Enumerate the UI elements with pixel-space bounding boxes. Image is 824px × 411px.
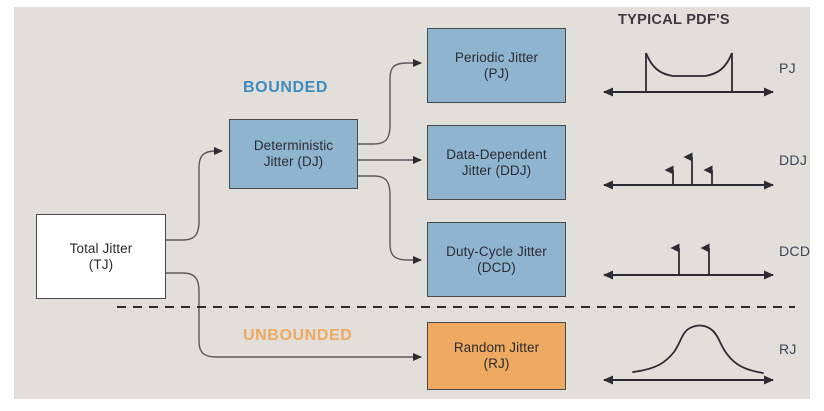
node-total-jitter[interactable]: Total Jitter (TJ): [36, 214, 166, 299]
node-random-jitter[interactable]: Random Jitter (RJ): [427, 322, 566, 390]
unbounded-group-label: UNBOUNDED: [243, 327, 353, 344]
node-duty-cycle-jitter[interactable]: Duty-Cycle Jitter (DCD): [427, 222, 566, 297]
node-total-jitter-line2: (TJ): [88, 256, 114, 272]
node-periodic-jitter-line2: (PJ): [483, 65, 510, 81]
typical-pdfs-heading: TYPICAL PDF'S: [618, 12, 730, 28]
node-periodic-jitter[interactable]: Periodic Jitter (PJ): [427, 28, 566, 103]
node-deterministic-jitter-line2: Jitter (DJ): [263, 154, 324, 169]
node-deterministic-jitter[interactable]: Deterministic Jitter (DJ): [229, 119, 358, 189]
pdf-label-dcd: DCD: [779, 243, 811, 259]
bounded-group-label: BOUNDED: [243, 79, 329, 96]
pdf-label-pj: PJ: [779, 60, 796, 76]
diagram-background-plate: [14, 7, 810, 399]
node-data-dependent-jitter-line1: Data-Dependent: [446, 146, 547, 162]
node-total-jitter-line1: Total Jitter: [69, 240, 133, 256]
node-periodic-jitter-line1: Periodic Jitter: [454, 49, 539, 65]
pdf-label-ddj: DDJ: [779, 152, 808, 168]
node-deterministic-jitter-line1: Deterministic: [253, 138, 334, 153]
node-random-jitter-line2: (RJ): [483, 356, 510, 371]
node-random-jitter-line1: Random Jitter: [453, 340, 540, 355]
node-duty-cycle-jitter-line2: (DCD): [477, 259, 516, 275]
node-data-dependent-jitter-line2: Jitter (DDJ): [461, 162, 532, 178]
node-duty-cycle-jitter-line1: Duty-Cycle Jitter: [446, 243, 547, 259]
node-data-dependent-jitter[interactable]: Data-Dependent Jitter (DDJ): [427, 125, 566, 200]
pdf-label-rj: RJ: [779, 341, 797, 357]
